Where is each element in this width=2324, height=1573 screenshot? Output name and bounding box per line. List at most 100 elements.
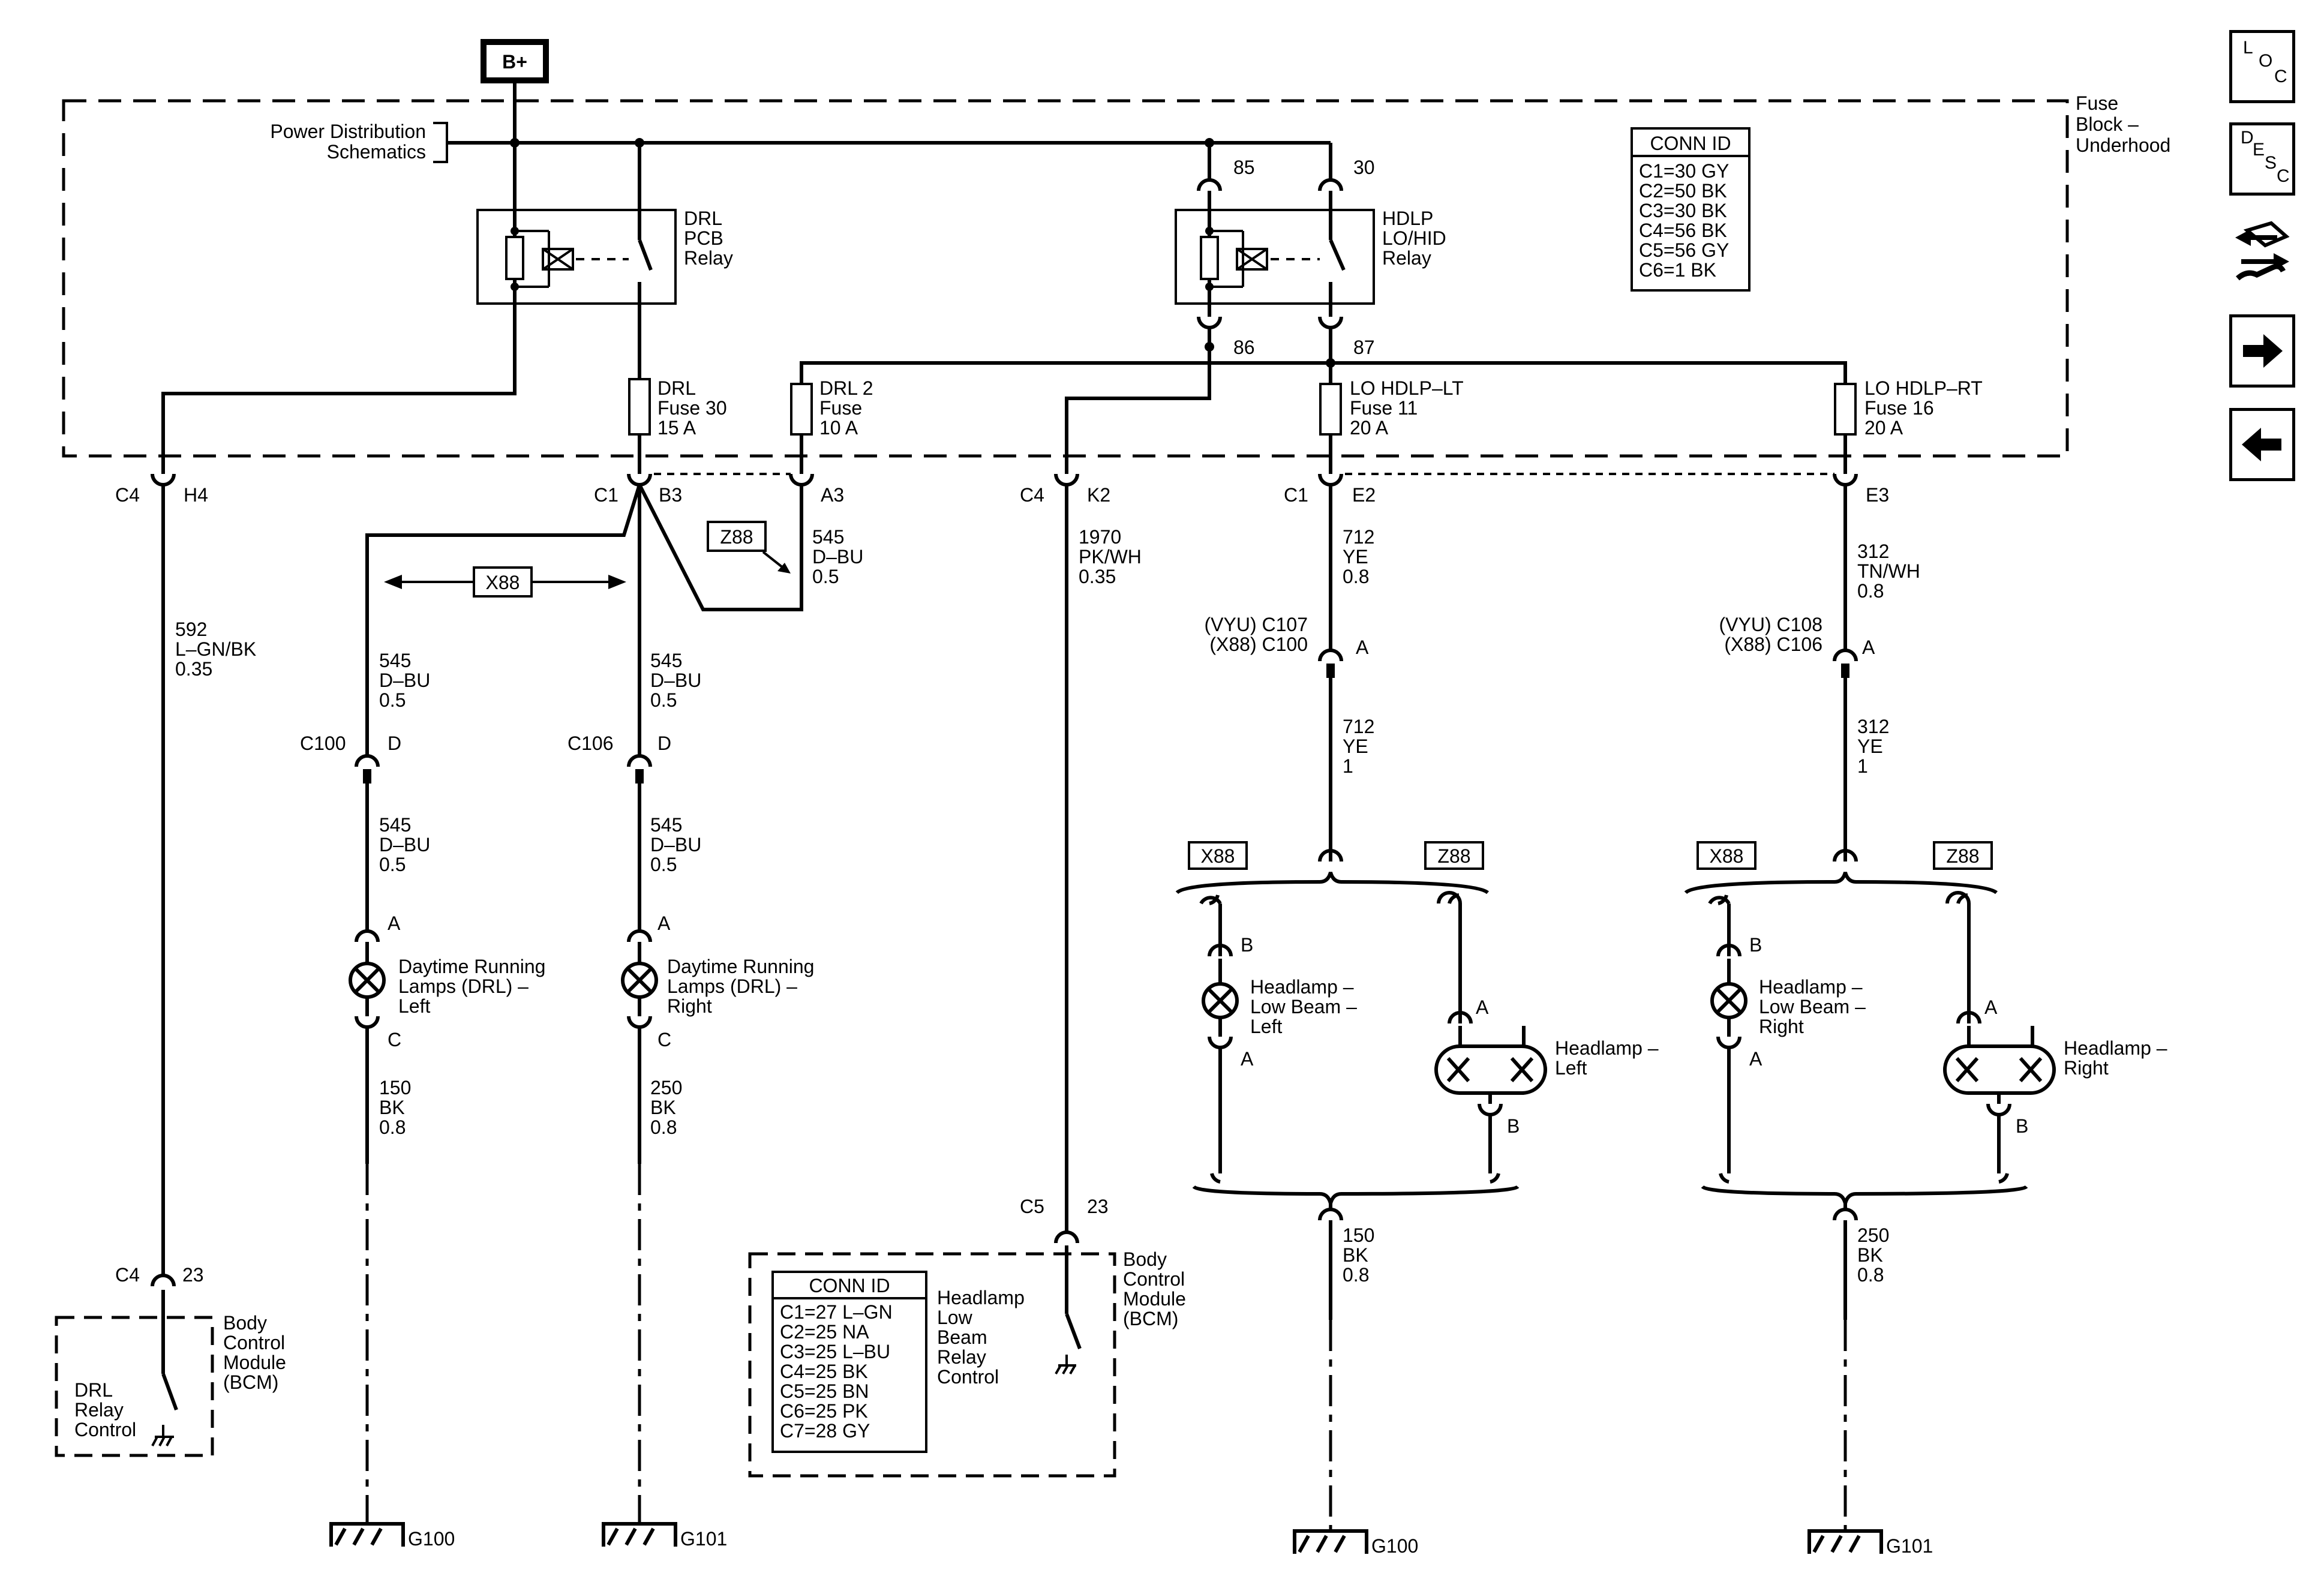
svg-text:85: 85 [1233, 157, 1255, 178]
svg-text:C5: C5 [1020, 1196, 1044, 1217]
svg-text:PCB: PCB [684, 227, 723, 249]
desc-letter-d: D [2241, 128, 2254, 148]
option-split-right: X88 Z88 [1684, 841, 1998, 894]
svg-text:C100: C100 [300, 733, 346, 754]
svg-text:Control: Control [1123, 1268, 1185, 1290]
svg-text:C: C [388, 1029, 401, 1050]
svg-text:B: B [1241, 934, 1253, 956]
svg-text:C1=30 GY: C1=30 GY [1639, 160, 1729, 182]
svg-text:0.8: 0.8 [1343, 1264, 1369, 1286]
svg-text:Low: Low [937, 1307, 973, 1328]
ground-g101-right: G101 [1807, 1529, 1933, 1557]
svg-text:Fuse: Fuse [819, 397, 862, 419]
svg-text:TN/WH: TN/WH [1857, 560, 1920, 582]
svg-text:0.5: 0.5 [812, 566, 839, 587]
option-split-left: X88 Z88 [1175, 841, 1490, 894]
svg-text:Z88: Z88 [720, 526, 753, 548]
svg-text:Relay: Relay [1382, 247, 1431, 269]
svg-text:C6=25 PK: C6=25 PK [780, 1400, 868, 1422]
svg-text:C3=30 BK: C3=30 BK [1639, 200, 1727, 221]
wire-label-250-hl: 250 BK 0.8 [1857, 1224, 1889, 1286]
svg-text:C3=25 L–BU: C3=25 L–BU [780, 1341, 890, 1362]
fuse-block-conn-id-table: CONN ID C1=30 GY C2=50 BK C3=30 BK C4=56… [1631, 127, 1750, 292]
svg-text:Relay: Relay [937, 1346, 986, 1368]
svg-text:Left: Left [1250, 1016, 1282, 1037]
svg-text:712: 712 [1343, 526, 1374, 548]
headlamp-hid-right: A B Headlamp – Right [1943, 891, 2167, 1184]
svg-text:1: 1 [1857, 755, 1868, 777]
svg-text:PK/WH: PK/WH [1079, 546, 1142, 568]
svg-text:Headlamp –: Headlamp – [1555, 1037, 1659, 1059]
svg-text:A: A [657, 912, 671, 934]
svg-text:C1: C1 [1284, 484, 1308, 506]
svg-text:C4=56 BK: C4=56 BK [1639, 220, 1727, 241]
fuse-lo-hdlp-lt: LO HDLP–LT Fuse 11 20 A [1319, 363, 1464, 474]
svg-text:A: A [1749, 1048, 1762, 1070]
svg-text:Z88: Z88 [1437, 845, 1470, 867]
svg-text:Left: Left [1555, 1057, 1587, 1079]
svg-text:D–BU: D–BU [379, 670, 430, 691]
svg-text:C7=28 GY: C7=28 GY [780, 1420, 870, 1442]
arrow-left-icon [2242, 428, 2281, 461]
hdlp-lo-hid-relay: 85 30 86 87 HDLP LO/HID Relay [1175, 143, 1446, 398]
svg-text:0.5: 0.5 [379, 854, 406, 875]
svg-text:Fuse 11: Fuse 11 [1350, 397, 1418, 419]
svg-text:250: 250 [1857, 1224, 1889, 1246]
fuse-block-label: Fuse Block – Underhood [2076, 92, 2170, 156]
svg-text:Z88: Z88 [1946, 845, 1979, 867]
wire-label-712-lower: 712 YE 1 [1343, 716, 1374, 777]
desc-letter-s: S [2265, 153, 2277, 173]
svg-text:0.8: 0.8 [1857, 1264, 1884, 1286]
svg-text:K2: K2 [1087, 484, 1110, 506]
headlamp-low-beam-right: B A Headlamp – Low Beam – Right [1708, 894, 1866, 1184]
svg-text:Left: Left [398, 995, 430, 1017]
svg-text:C1: C1 [594, 484, 618, 506]
svg-text:Right: Right [2064, 1057, 2109, 1079]
svg-text:20 A: 20 A [1864, 417, 1903, 439]
svg-text:0.5: 0.5 [650, 689, 677, 711]
svg-text:545: 545 [379, 814, 411, 836]
svg-text:(VYU) C107: (VYU) C107 [1205, 614, 1308, 635]
inline-connector-c106: C106 D [568, 733, 671, 784]
next-page-button[interactable] [2229, 314, 2295, 388]
svg-text:E3: E3 [1866, 484, 1889, 506]
svg-text:23: 23 [182, 1264, 204, 1286]
svg-text:BK: BK [1857, 1244, 1883, 1266]
svg-text:CONN ID: CONN ID [1650, 133, 1731, 154]
svg-text:D–BU: D–BU [812, 546, 863, 568]
svg-text:Body: Body [1123, 1248, 1167, 1270]
svg-text:C1=27 L–GN: C1=27 L–GN [780, 1301, 893, 1323]
previous-page-button[interactable] [2229, 408, 2295, 481]
svg-text:(BCM): (BCM) [223, 1371, 278, 1393]
svg-text:545: 545 [650, 650, 682, 671]
option-z88-label: Z88 [707, 521, 791, 574]
wire-label-250-drl: 250 BK 0.8 [650, 1077, 682, 1138]
svg-text:C: C [657, 1029, 671, 1050]
svg-text:Low Beam –: Low Beam – [1759, 996, 1866, 1017]
fuse-drl-30: DRL Fuse 30 15 A [628, 377, 727, 474]
svg-text:20 A: 20 A [1350, 417, 1389, 439]
svg-text:DRL: DRL [684, 208, 722, 229]
svg-text:Schematics: Schematics [327, 141, 426, 163]
location-button[interactable]: L O C [2229, 30, 2295, 103]
svg-text:0.5: 0.5 [650, 854, 677, 875]
wire-label-312-lower: 312 YE 1 [1857, 716, 1889, 777]
option-x88-arrow: X88 [384, 566, 626, 598]
inline-connector-c108-c106: (VYU) C108 (X88) C106 A [1719, 614, 1875, 678]
wire-label-312-upper: 312 TN/WH 0.8 [1857, 541, 1920, 602]
fuse-block-connectors: C4 H4 C1 B3 A3 C4 K2 C1 E2 E3 [115, 462, 1889, 506]
svg-text:Fuse 30: Fuse 30 [657, 397, 727, 419]
svg-text:C106: C106 [568, 733, 614, 754]
svg-text:B: B [2016, 1115, 2028, 1137]
fuse-drl-2: DRL 2 Fuse 10 A [790, 377, 873, 474]
svg-text:C4: C4 [1020, 484, 1044, 506]
fuse-lo-hdlp-rt: LO HDLP–RT Fuse 16 20 A [1834, 377, 1983, 474]
svg-text:D–BU: D–BU [650, 670, 701, 691]
wrench-swap-icon[interactable] [2229, 212, 2295, 290]
description-button[interactable]: D E S C [2229, 122, 2295, 196]
svg-text:C4: C4 [115, 484, 140, 506]
power-distribution-reference: Power Distribution Schematics [270, 121, 1331, 163]
ground-g100-right: G100 [1293, 1529, 1418, 1557]
svg-text:YE: YE [1343, 546, 1368, 568]
svg-text:G101: G101 [680, 1528, 727, 1550]
